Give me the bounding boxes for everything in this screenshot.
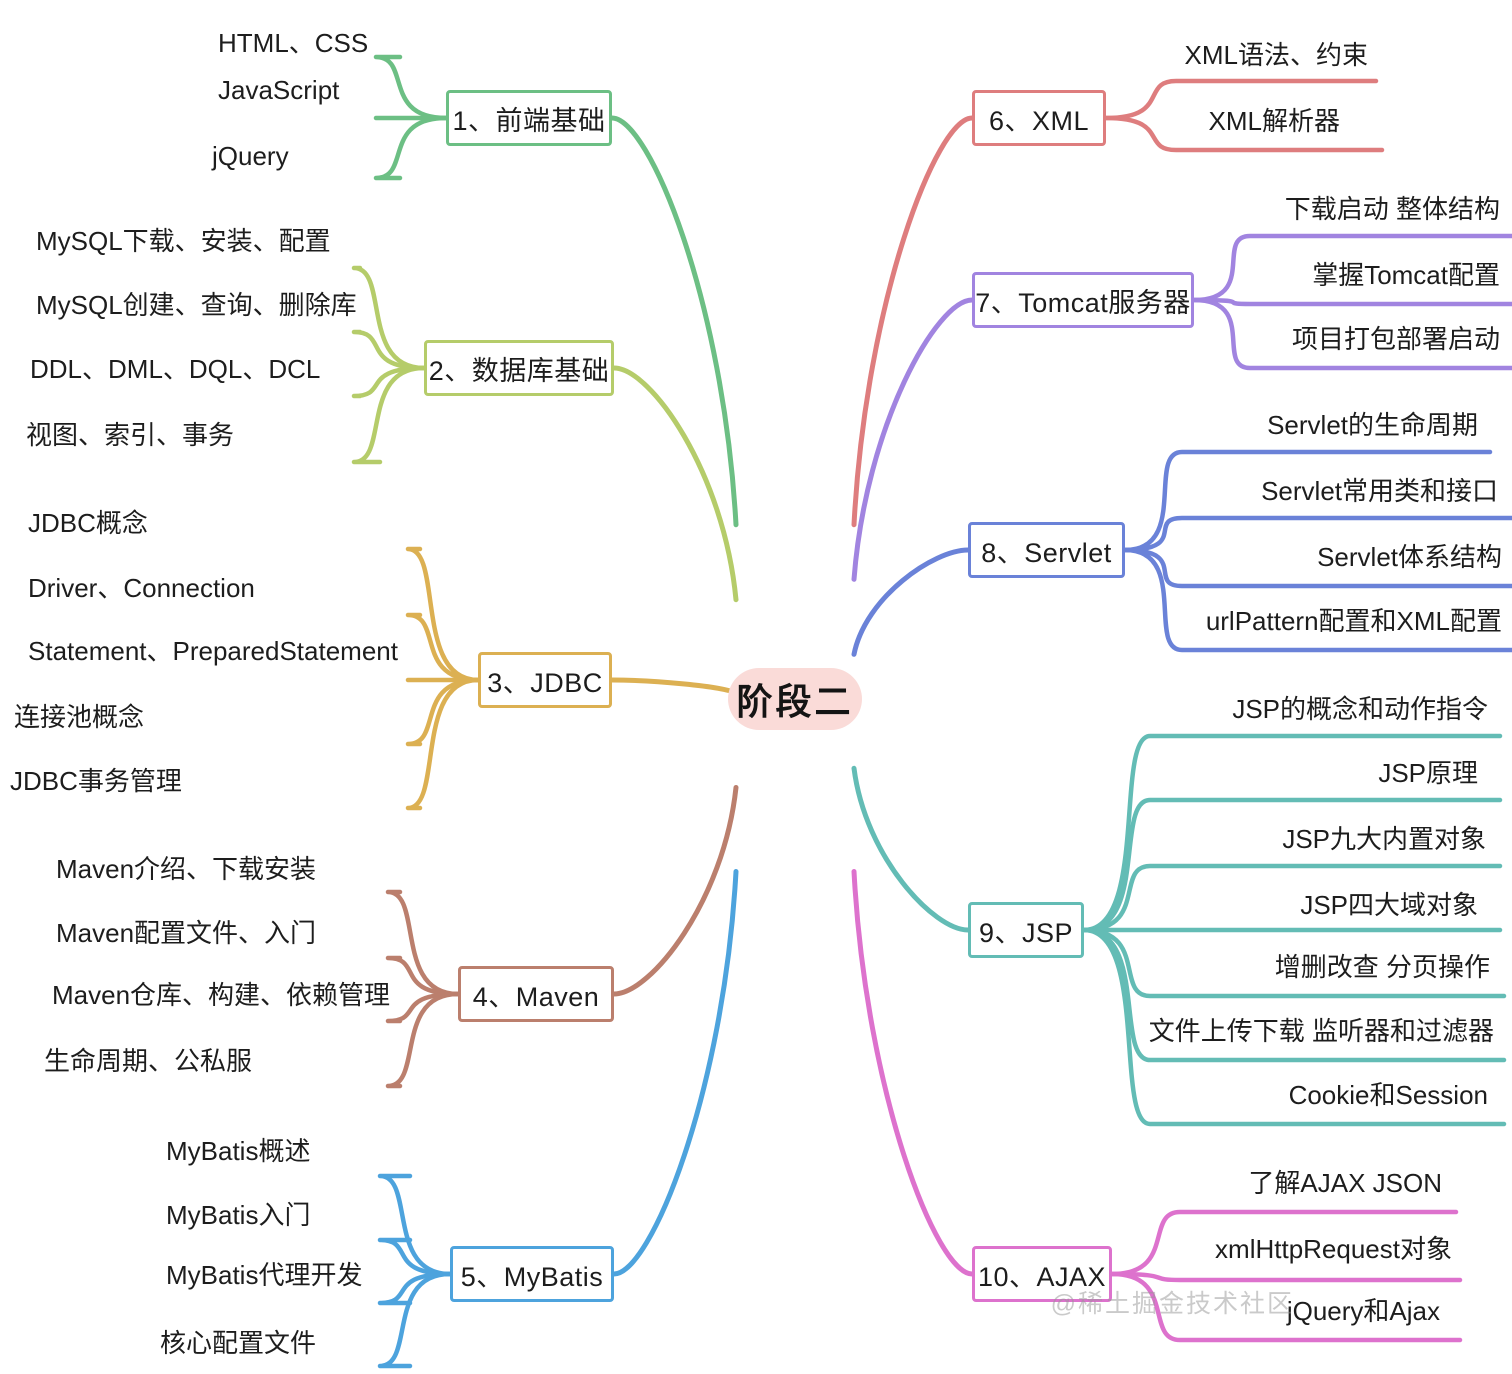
- leaf-label: JavaScript: [218, 75, 340, 105]
- leaf-label: JSP四大域对象: [1300, 890, 1478, 920]
- leaf-label: MyBatis入门: [166, 1200, 311, 1230]
- leaf-label: Maven仓库、构建、依赖管理: [52, 980, 391, 1010]
- leaf-label: jQuery: [212, 141, 289, 171]
- center-node[interactable]: 阶段二: [728, 668, 862, 730]
- leaf-label: Servlet常用类和接口: [1261, 476, 1498, 506]
- branch-node-7[interactable]: 7、Tomcat服务器: [972, 272, 1194, 328]
- leaf-label: JSP原理: [1378, 758, 1478, 788]
- watermark-text: @稀土掘金技术社区: [1050, 1290, 1294, 1318]
- leaf-label: 核心配置文件: [160, 1328, 317, 1358]
- leaf-label: JDBC事务管理: [10, 766, 182, 796]
- branch-node-4[interactable]: 4、Maven: [458, 966, 614, 1022]
- leaf-label: Servlet体系结构: [1317, 542, 1502, 572]
- branch-node-1[interactable]: 1、前端基础: [446, 90, 612, 146]
- leaf-label: DDL、DML、DQL、DCL: [30, 354, 321, 384]
- leaf-label: jQuery和Ajax: [1286, 1296, 1440, 1326]
- leaf-label: 项目打包部署启动: [1291, 324, 1500, 354]
- leaf-label: 掌握Tomcat配置: [1312, 260, 1500, 290]
- leaf-label: xmlHttpRequest对象: [1215, 1234, 1452, 1264]
- leaf-label: Cookie和Session: [1288, 1080, 1488, 1110]
- branch-node-9[interactable]: 9、JSP: [968, 902, 1084, 958]
- branch-node-3[interactable]: 3、JDBC: [478, 652, 612, 708]
- leaf-label: 了解AJAX JSON: [1248, 1168, 1442, 1198]
- leaf-label: 文件上传下载 监听器和过滤器: [1148, 1016, 1494, 1046]
- leaf-label: 增删改查 分页操作: [1274, 952, 1490, 982]
- leaf-label: JSP九大内置对象: [1282, 824, 1486, 854]
- leaf-label: Statement、PreparedStatement: [28, 636, 398, 666]
- branch-node-2[interactable]: 2、数据库基础: [424, 340, 614, 396]
- leaf-label: HTML、CSS: [218, 28, 369, 58]
- leaf-label: urlPattern配置和XML配置: [1205, 606, 1502, 636]
- leaf-label: Driver、Connection: [28, 573, 255, 603]
- branch-node-10[interactable]: 10、AJAX: [972, 1246, 1112, 1302]
- leaf-label: JDBC概念: [28, 508, 148, 538]
- leaf-label: 生命周期、公私服: [44, 1046, 253, 1076]
- leaf-label: MyBatis概述: [166, 1136, 311, 1166]
- branch-node-5[interactable]: 5、MyBatis: [450, 1246, 614, 1302]
- leaf-label: MySQL创建、查询、删除库: [36, 290, 357, 320]
- leaf-label: JSP的概念和动作指令: [1232, 694, 1488, 724]
- leaf-label: MySQL下载、安装、配置: [36, 226, 331, 256]
- leaf-label: XML语法、约束: [1184, 40, 1368, 70]
- leaf-label: 视图、索引、事务: [26, 420, 235, 450]
- leaf-label: Maven配置文件、入门: [56, 918, 317, 948]
- leaf-label: 下载启动 整体结构: [1284, 194, 1500, 224]
- leaf-label: Servlet的生命周期: [1267, 410, 1478, 440]
- leaf-label: 连接池概念: [14, 702, 145, 732]
- leaf-label: MyBatis代理开发: [166, 1260, 363, 1290]
- leaf-label: XML解析器: [1208, 106, 1340, 136]
- branch-node-8[interactable]: 8、Servlet: [968, 522, 1125, 578]
- leaf-label: Maven介绍、下载安装: [56, 854, 317, 884]
- branch-node-6[interactable]: 6、XML: [972, 90, 1106, 146]
